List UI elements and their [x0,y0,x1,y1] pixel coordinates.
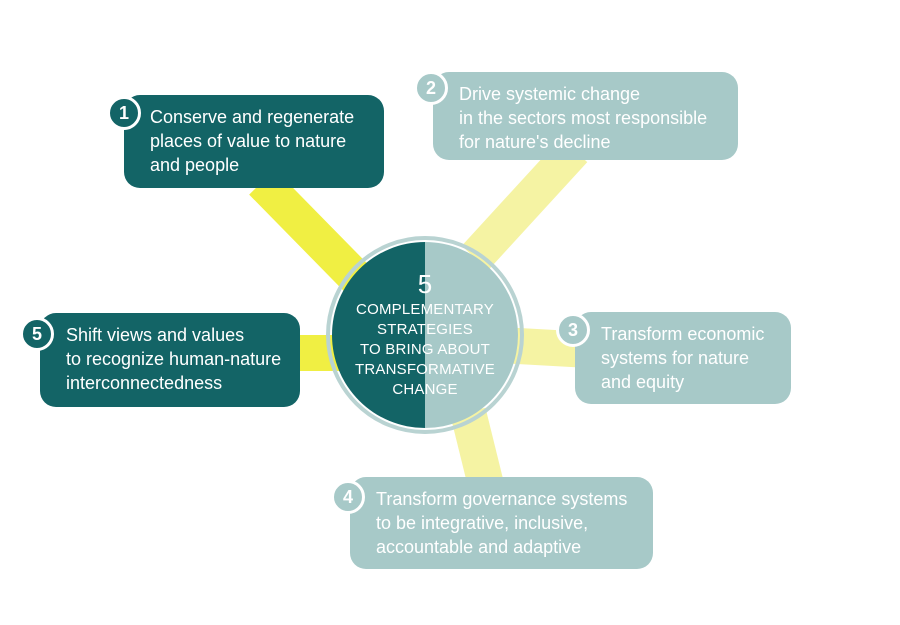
strategy-line: interconnectedness [66,373,223,393]
strategy-text-3: Transform economic systems for nature an… [601,322,781,394]
center-line: COMPLEMENTARY [356,301,494,318]
strategy-box-5: Shift views and values to recognize huma… [40,313,300,407]
strategy-line: for nature's decline [459,132,611,152]
center-circle-dark-half [332,242,425,428]
strategy-line: and equity [601,372,685,392]
center-line: CHANGE [392,381,458,398]
strategy-box-2: Drive systemic change in the sectors mos… [433,72,738,160]
strategy-box-3: Transform economic systems for nature an… [575,312,791,404]
center-line: STRATEGIES [377,321,473,338]
strategy-box-4: Transform governance systems to be integ… [350,477,653,569]
center-number: 5 [417,269,433,299]
strategy-line: places of value to nature [150,131,347,151]
strategy-line: and people [150,155,240,175]
strategy-line: Transform governance systems [376,489,628,509]
strategy-line: to be integrative, inclusive, [376,513,589,533]
strategy-line: systems for nature [601,348,750,368]
center-circle-light-half [425,242,518,428]
strategy-line: to recognize human-nature [66,349,282,369]
strategy-number-badge-4: 4 [331,480,365,514]
strategy-line: Conserve and regenerate [150,107,355,127]
strategy-line: Transform economic [601,324,765,344]
center-label: 5 COMPLEMENTARY STRATEGIES TO BRING ABOU… [332,242,518,428]
connector-4 [450,407,504,490]
center-circle-ring [326,236,524,434]
strategy-line: Shift views and values [66,325,245,345]
strategy-line: in the sectors most responsible [459,108,708,128]
strategy-line: Drive systemic change [459,84,641,104]
strategy-number-badge-1: 1 [107,96,141,130]
strategy-text-1: Conserve and regenerate places of value … [150,105,374,177]
strategy-box-1: Conserve and regenerate places of value … [124,95,384,188]
center-line: TO BRING ABOUT [359,341,491,358]
strategy-number-badge-2: 2 [414,71,448,105]
strategy-number-badge-5: 5 [20,317,54,351]
strategy-text-4: Transform governance systems to be integ… [376,487,643,559]
connector-2 [461,137,588,271]
strategy-text-2: Drive systemic change in the sectors mos… [459,82,728,154]
strategy-number-badge-3: 3 [556,313,590,347]
center-line: TRANSFORMATIVE [354,361,496,378]
strategy-text-5: Shift views and values to recognize huma… [66,323,290,395]
center-circle [326,236,524,434]
strategy-line: accountable and adaptive [376,537,582,557]
